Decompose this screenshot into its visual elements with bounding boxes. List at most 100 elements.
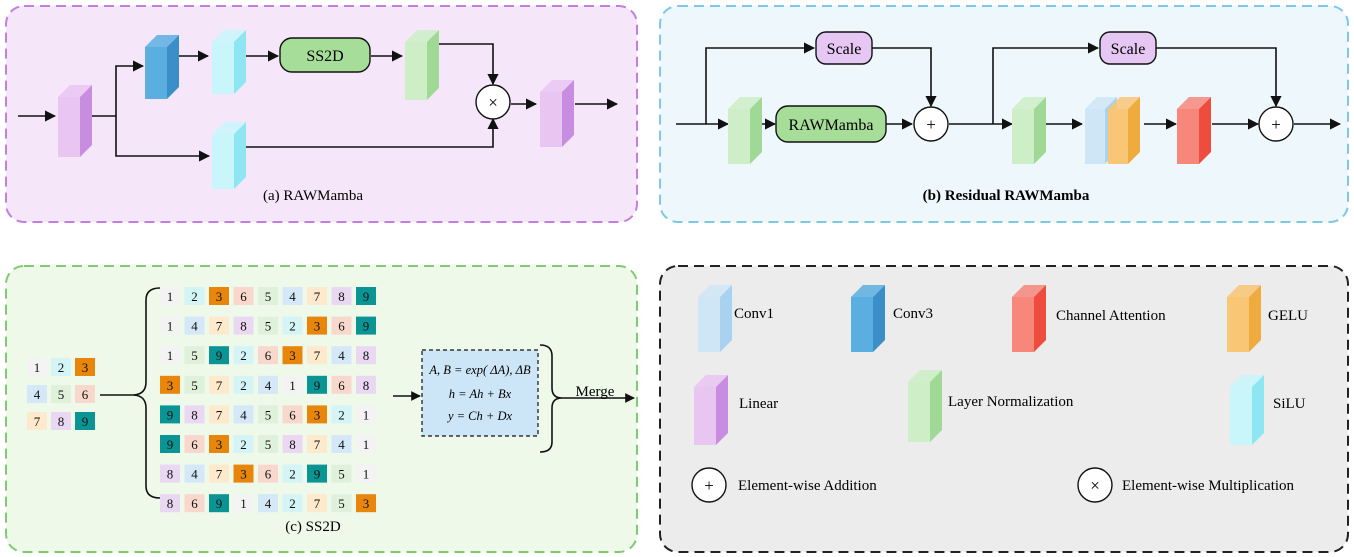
state-space-formula-box xyxy=(421,349,539,437)
sequence-cell: 3 xyxy=(307,316,327,335)
cell-value: 7 xyxy=(216,407,223,422)
cell-value: 4 xyxy=(34,387,41,402)
cell-value: 3 xyxy=(314,407,321,422)
sequence-cell: 3 xyxy=(282,346,303,365)
sequence-cell: 5 xyxy=(258,405,278,424)
sequence-cell: 2 xyxy=(331,405,352,424)
sequence-cell: 7 xyxy=(307,287,327,305)
cell-value: 7 xyxy=(314,437,321,452)
sequence-cell: 5 xyxy=(184,346,205,365)
cell-value: 3 xyxy=(314,319,321,334)
scale2-to-add-arrow xyxy=(1156,47,1282,108)
cell-value: 1 xyxy=(167,319,174,334)
cell-value: 3 xyxy=(167,378,174,393)
cell-value: 9 xyxy=(363,319,370,334)
cell-value: 3 xyxy=(240,467,247,482)
sequence-cell: 7 xyxy=(209,375,229,394)
sequence-cell: 9 xyxy=(356,287,376,305)
linear-block-out xyxy=(540,80,574,147)
layernorm-block-a xyxy=(405,30,439,100)
sequence-cell: 5 xyxy=(258,435,278,453)
sequence-cell: 1 xyxy=(282,375,303,394)
layernorm-block-b2 xyxy=(1012,97,1046,164)
legend-conv3-label: Conv3 xyxy=(893,306,933,322)
sequence-cell: 5 xyxy=(331,464,352,483)
ln-to-mul-arrow xyxy=(438,43,499,86)
cell-value: 2 xyxy=(191,289,198,304)
sequence-cell: 8 xyxy=(160,464,180,483)
cell-value: 6 xyxy=(240,289,247,304)
panel-a-rawmamba: SS2D × (a) RAWMamba xyxy=(5,5,638,223)
sequence-cell: 1 xyxy=(160,287,180,305)
sequence-cell: 8 xyxy=(356,346,376,365)
input-grid-cell: 1 xyxy=(27,358,47,376)
cell-value: 4 xyxy=(191,319,198,334)
sequence-cell: 1 xyxy=(160,316,180,335)
sequence-cell: 6 xyxy=(184,494,205,513)
legend-layernorm-swatch xyxy=(908,370,942,442)
silu-block-lower xyxy=(212,122,246,189)
cell-value: 8 xyxy=(58,414,65,429)
sequence-cell: 8 xyxy=(331,287,352,305)
cell-value: 2 xyxy=(240,437,247,452)
formula-line-2: h = Ah + Bx xyxy=(449,387,512,401)
sequence-cell: 5 xyxy=(258,287,278,305)
cell-value: 4 xyxy=(265,496,272,511)
cell-value: 1 xyxy=(363,407,370,422)
sequence-cell: 2 xyxy=(282,316,303,335)
scale-block-1 xyxy=(815,31,873,65)
cell-value: 2 xyxy=(58,360,65,375)
cell-value: 7 xyxy=(216,319,223,334)
cell-value: 6 xyxy=(265,467,272,482)
sequence-cell: 3 xyxy=(160,375,180,394)
sequence-cell: 5 xyxy=(331,494,352,513)
sequence-cell: 9 xyxy=(209,494,229,513)
cell-value: 8 xyxy=(167,496,174,511)
cell-value: 2 xyxy=(240,348,247,363)
sequence-cell: 4 xyxy=(331,435,352,453)
legend-add-label: Element-wise Addition xyxy=(738,478,877,494)
cell-value: 6 xyxy=(338,378,345,393)
b-to-scale1-arrow xyxy=(705,42,816,124)
legend-mul-symbol: × xyxy=(1090,476,1100,495)
add-symbol-b1: + xyxy=(926,115,936,134)
sequence-cell: 8 xyxy=(282,435,303,453)
sequence-cell: 7 xyxy=(307,435,327,453)
sequence-cell: 6 xyxy=(258,464,278,483)
cell-value: 1 xyxy=(240,496,247,511)
sequence-cell: 6 xyxy=(331,316,352,335)
panel-b-caption: (b) Residual RAWMamba xyxy=(923,188,1090,204)
legend-layernorm-label: Layer Normalization xyxy=(948,394,1074,410)
cell-value: 1 xyxy=(363,467,370,482)
cell-value: 5 xyxy=(338,467,345,482)
cell-value: 6 xyxy=(191,496,198,511)
cell-value: 8 xyxy=(363,348,370,363)
sequence-cell: 6 xyxy=(331,375,352,394)
cell-value: 9 xyxy=(167,407,174,422)
cell-value: 8 xyxy=(363,378,370,393)
sequence-cell: 8 xyxy=(184,405,205,424)
legend-conv1-label: Conv1 xyxy=(734,306,774,322)
legend-mul-label: Element-wise Multiplication xyxy=(1122,478,1295,494)
cell-value: 4 xyxy=(265,378,272,393)
sequence-cell: 1 xyxy=(233,494,254,513)
sequence-cell: 9 xyxy=(209,346,229,365)
cell-value: 4 xyxy=(191,467,198,482)
input-grid-cell: 9 xyxy=(75,412,95,430)
cell-value: 3 xyxy=(82,360,89,375)
sequence-cell: 2 xyxy=(282,464,303,483)
cell-value: 9 xyxy=(82,414,89,429)
sequence-cell: 8 xyxy=(233,316,254,335)
cell-value: 2 xyxy=(289,319,296,334)
legend-channel-attention-swatch xyxy=(1012,285,1046,352)
sequence-cell: 5 xyxy=(258,316,278,335)
legend-channel-attention-label: Channel Attention xyxy=(1056,308,1166,324)
lower-branch-arrow xyxy=(115,116,211,162)
